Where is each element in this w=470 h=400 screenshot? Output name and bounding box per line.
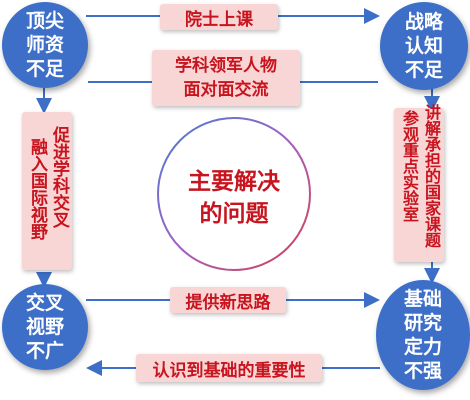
label-left-box: 促进学科交叉 融入国际视野 — [22, 112, 72, 270]
label-right-col2: 参观重点实验室 — [400, 110, 419, 222]
node-top-right: 战略 认知 不足 — [380, 2, 468, 90]
label-right-col1: 讲解承担的国家课题 — [422, 104, 441, 248]
label-left-col1: 促进学科交叉 — [49, 126, 69, 228]
center-ring — [157, 117, 311, 271]
node-top-left: 顶尖 师资 不足 — [2, 2, 88, 88]
label-top-arrow: 院士上课 — [160, 4, 278, 30]
center-title: 主要解决 的问题 — [188, 169, 280, 227]
label-bottom-lower: 认识到基础的重要性 — [136, 354, 322, 382]
label-bottom-arrow: 提供新思路 — [170, 287, 286, 313]
label-right-box: 讲解承担的国家课题 参观重点实验室 — [394, 104, 444, 262]
node-bottom-left: 交叉 视野 不广 — [2, 284, 88, 370]
node-bottom-right: 基础 研究 定力 不强 — [376, 280, 470, 390]
label-top-middle: 学科领军人物 面对面交流 — [152, 50, 300, 106]
label-left-col2: 融入国际视野 — [27, 138, 47, 240]
